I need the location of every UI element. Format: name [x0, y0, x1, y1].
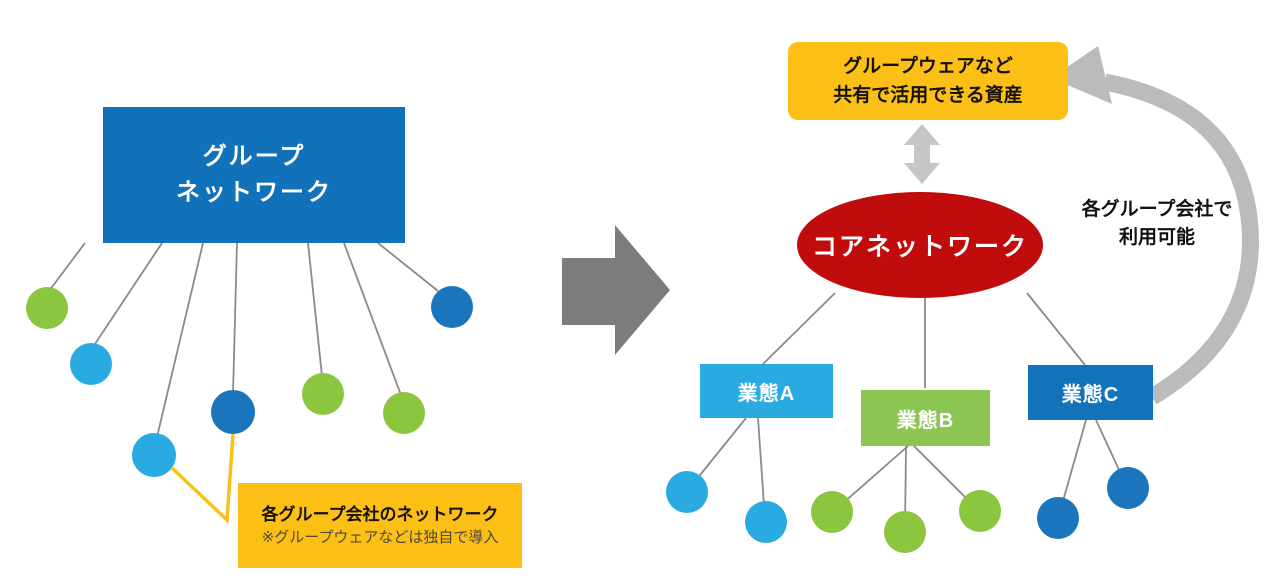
shared-assets-box: グループウェアなど 共有で活用できる資産: [788, 42, 1068, 120]
connector-line: [156, 242, 204, 438]
company-node-lightblue: [745, 501, 787, 543]
transform-arrow: [562, 225, 670, 355]
core-network-label: コアネットワーク: [811, 233, 1028, 261]
business-box-a-label: 業態A: [737, 382, 796, 405]
reuse-arc-arrow: [1103, 73, 1259, 405]
availability-line1: 各グループ会社で: [1081, 199, 1233, 220]
callout-note: ※グループウェアなどは独自で導入: [261, 529, 499, 546]
connector-line: [1026, 292, 1086, 366]
connector-line: [762, 292, 836, 365]
shared-assets-line1: グループウェアなど: [843, 56, 1013, 77]
connector-line: [232, 242, 238, 395]
company-node-darkblue: [1037, 497, 1079, 539]
reuse-arc-arrowhead-icon: [1051, 46, 1112, 104]
group-network-box: グループ ネットワーク: [103, 107, 405, 243]
company-node-green: [884, 511, 926, 553]
company-node-lightblue: [666, 471, 708, 513]
connector-line: [48, 242, 86, 292]
connector-line: [307, 242, 323, 377]
business-box-b: 業態B: [861, 390, 990, 446]
company-node-lightblue: [132, 433, 176, 477]
company-node-green: [26, 287, 68, 329]
connector-line: [343, 242, 402, 396]
business-box-c: 業態C: [1028, 365, 1153, 420]
callout-box: 各グループ会社のネットワーク ※グループウェアなどは独自で導入: [238, 483, 522, 568]
business-box-c-label: 業態C: [1061, 384, 1120, 406]
callout-title: 各グループ会社のネットワーク: [261, 505, 499, 524]
left-connector-lines: [48, 242, 439, 438]
company-node-green: [811, 491, 853, 533]
company-node-darkblue: [211, 390, 255, 434]
group-network-label-line2: ネットワーク: [176, 179, 332, 206]
company-node-darkblue: [431, 286, 473, 328]
sync-arrow: [904, 124, 940, 184]
callout-pointer: [170, 433, 235, 524]
availability-note: 各グループ会社で 利用可能: [1057, 196, 1257, 252]
shared-assets-line2: 共有で活用できる資産: [833, 85, 1023, 106]
availability-line2: 利用可能: [1118, 227, 1195, 248]
connector-line: [377, 242, 439, 292]
core-network-ellipse: コアネットワーク: [797, 192, 1043, 298]
business-box-b-label: 業態B: [896, 409, 955, 432]
company-node-green: [383, 392, 425, 434]
business-box-a: 業態A: [700, 364, 833, 418]
company-node-green: [302, 373, 344, 415]
company-node-green: [959, 490, 1001, 532]
company-node-darkblue: [1107, 467, 1149, 509]
company-node-lightblue: [70, 343, 112, 385]
group-network-label-line1: グループ: [202, 143, 306, 170]
connector-line: [92, 242, 163, 348]
